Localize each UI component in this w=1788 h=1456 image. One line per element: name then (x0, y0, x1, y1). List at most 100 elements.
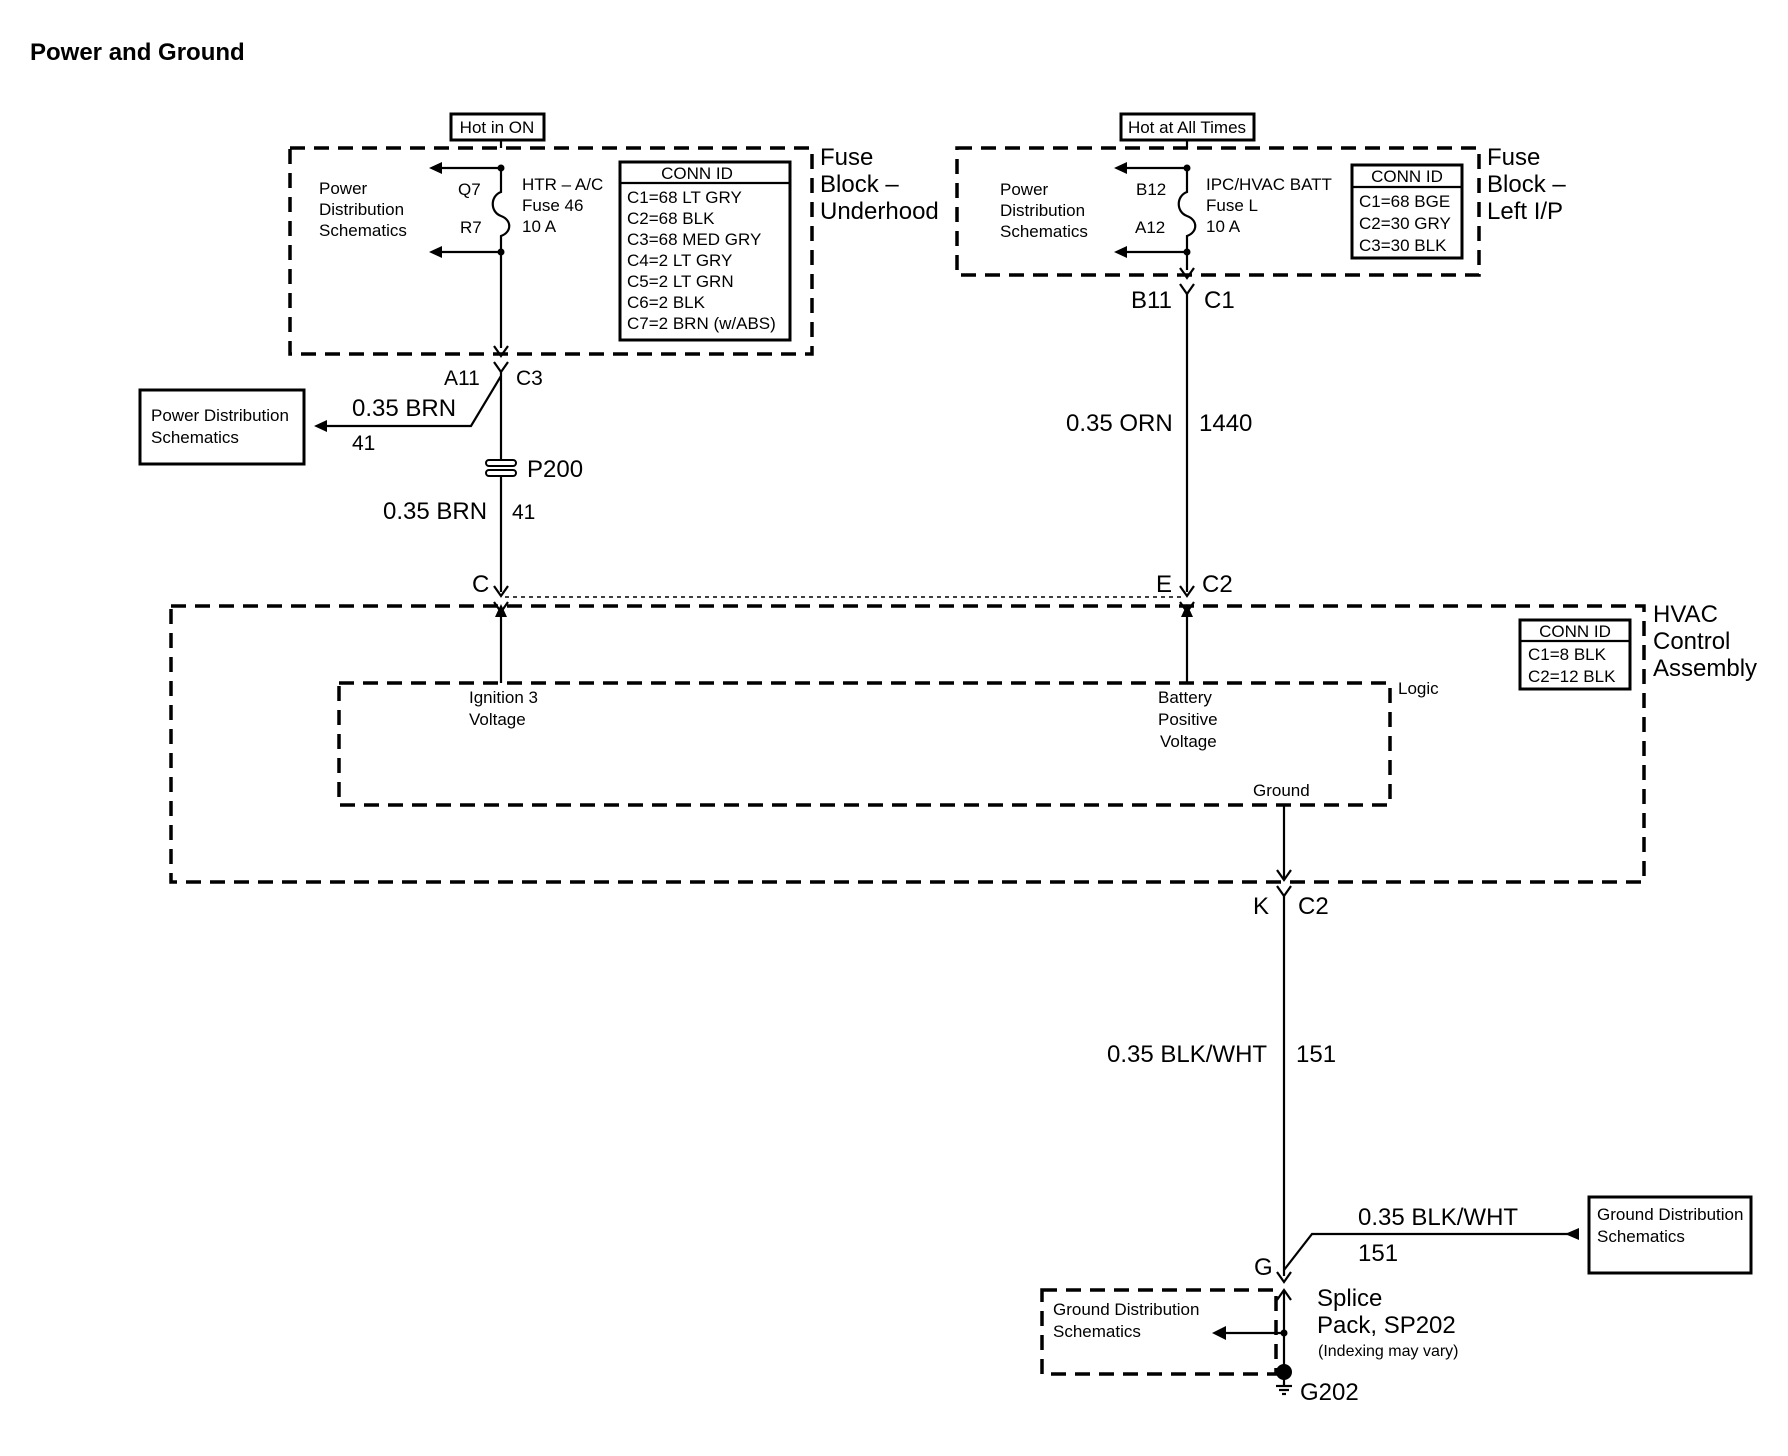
underhood-pds-line-1: Power (319, 179, 368, 198)
hvac-ground-connector-c2: C2 (1298, 893, 1329, 920)
hvac-conn-id-table: CONN ID C1=8 BLK C2=12 BLK (1518, 618, 1632, 691)
underhood-pds-line-2: Distribution (319, 200, 404, 219)
underhood-conn-id-row: C4=2 LT GRY (627, 251, 732, 270)
fuse-block-underhood-outline (288, 146, 814, 356)
hvac-conn-id-title: CONN ID (1539, 622, 1611, 641)
splice-pack-note: (Indexing may vary) (1318, 1343, 1459, 1360)
left-ip-conn-id-table: CONN ID C1=68 BGE C2=30 GRY C3=30 BLK (1350, 163, 1464, 260)
splice-p200-symbol (485, 459, 517, 477)
left-circuit-number: 41 (512, 501, 535, 524)
fuse-block-underhood-name-3: Underhood (820, 198, 939, 225)
ground-branch-circuit: 151 (1358, 1240, 1398, 1267)
hvac-name-1: HVAC (1653, 601, 1718, 628)
hvac-conn-id-row: C2=12 BLK (1528, 667, 1616, 686)
ground-circuit-number: 151 (1296, 1041, 1336, 1068)
logic-label: Logic (1398, 679, 1439, 698)
connector-c1-symbol (1179, 283, 1195, 296)
ignition-voltage-line-2: Voltage (469, 710, 526, 729)
hot-at-all-times-tag: Hot at All Times (1128, 118, 1246, 137)
battery-voltage-line-1: Battery (1158, 688, 1212, 707)
left-ip-pin-a12: A12 (1135, 218, 1165, 237)
left-ip-fuse-symbol (1177, 168, 1197, 270)
fuse-block-left-ip-outline (955, 146, 1481, 277)
fuse-block-left-ip-name-1: Fuse (1487, 144, 1540, 171)
fuse-block-underhood-name-2: Block – (820, 171, 899, 198)
ground-circuit: K C2 0.35 BLK/WHT 151 0.35 BLK/WHT 151 G… (1040, 885, 1753, 1406)
underhood-feed-arrow-bottom (429, 246, 501, 258)
ground-g202-label: G202 (1300, 1379, 1359, 1406)
ground-branch-wire (1283, 1232, 1572, 1271)
left-ip-conn-id-row: C2=30 GRY (1359, 214, 1451, 233)
underhood-conn-id-title: CONN ID (661, 164, 733, 183)
underhood-fuse-line-1: HTR – A/C (522, 175, 603, 194)
ground-distribution-box-line-1: Ground Distribution (1597, 1205, 1743, 1224)
power-distribution-box (138, 388, 306, 466)
hot-in-on-tag: Hot in ON (460, 118, 535, 137)
splice-pack-name-2: Pack, SP202 (1317, 1312, 1456, 1339)
underhood-pin-r7: R7 (460, 218, 482, 237)
left-ip-feed-arrow-bottom (1114, 246, 1187, 258)
left-branch-wire-color: 0.35 BRN (352, 395, 456, 422)
left-ip-pds-line-3: Schematics (1000, 222, 1088, 241)
connector-pin-a11: A11 (444, 367, 480, 390)
hvac-name-2: Control (1653, 628, 1730, 655)
hot-in-on-tag-box (449, 112, 546, 142)
splice-gds-line-1: Ground Distribution (1053, 1300, 1199, 1319)
splice-p200-label: P200 (527, 456, 583, 483)
hvac-pin-c: C (472, 571, 489, 598)
underhood-conn-id-row: C6=2 BLK (627, 293, 706, 312)
left-ip-fuse-line-3: 10 A (1206, 217, 1241, 236)
left-ip-conn-id-row: C3=30 BLK (1359, 236, 1447, 255)
underhood-conn-id-row: C5=2 LT GRN (627, 272, 734, 291)
ground-g202-symbol (1276, 1372, 1292, 1396)
ground-wire-color: 0.35 BLK/WHT (1107, 1041, 1267, 1068)
left-ip-fuse-line-2: Fuse L (1206, 196, 1258, 215)
ignition-input-arrow (495, 604, 507, 617)
splice-pin-g: G (1254, 1254, 1273, 1281)
underhood-fuse-line-3: 10 A (522, 217, 557, 236)
hvac-pin-e: E (1156, 571, 1172, 598)
right-circuit-number: 1440 (1199, 410, 1252, 437)
left-ip-feed-arrow-top (1114, 162, 1187, 174)
underhood-conn-id-row: C1=68 LT GRY (627, 188, 742, 207)
fuse-block-left-ip: Hot at All Times Fuse Block – Left I/P P… (955, 112, 1566, 280)
hvac-connector-c2-label: C2 (1202, 571, 1233, 598)
ground-distribution-box (1587, 1195, 1753, 1275)
hvac-control-assembly-outline (169, 604, 1646, 884)
power-distribution-box-line-2: Schematics (151, 428, 239, 447)
battery-input-arrow (1181, 604, 1193, 617)
underhood-fuse-symbol (491, 168, 511, 348)
left-ip-pds-line-1: Power (1000, 180, 1049, 199)
left-circuit: A11 C3 0.35 BRN 41 Power Distribution Sc… (138, 361, 583, 614)
underhood-pin-q7: Q7 (458, 180, 481, 199)
power-distribution-box-line-1: Power Distribution (151, 406, 289, 425)
battery-voltage-line-3: Voltage (1160, 732, 1217, 751)
right-circuit: B11 C1 0.35 ORN 1440 E C2 (1066, 283, 1252, 614)
battery-voltage-line-2: Positive (1158, 710, 1218, 729)
fuse-block-underhood-name-1: Fuse (820, 144, 873, 171)
underhood-pds-line-3: Schematics (319, 221, 407, 240)
underhood-conn-id-table: CONN ID C1=68 LT GRY C2=68 BLK C3=68 MED… (618, 160, 792, 342)
splice-gds-line-2: Schematics (1053, 1322, 1141, 1341)
fuse-block-left-ip-name-2: Block – (1487, 171, 1566, 198)
splice-gds-arrow (1212, 1326, 1226, 1340)
connector-c1-label: C1 (1204, 287, 1235, 314)
splice-pack-name-1: Splice (1317, 1285, 1382, 1312)
underhood-feed-arrow-top (429, 162, 501, 174)
ground-branch-wire-color: 0.35 BLK/WHT (1358, 1204, 1518, 1231)
connector-c3-label: C3 (516, 367, 543, 390)
hvac-control-assembly: HVAC Control Assembly CONN ID C1=8 BLK C… (169, 601, 1757, 884)
hot-at-all-times-tag-box (1119, 112, 1256, 142)
left-ip-pin-b12: B12 (1136, 180, 1166, 199)
left-wire-color: 0.35 BRN (383, 498, 487, 525)
hvac-pin-k: K (1253, 893, 1269, 920)
hvac-name-3: Assembly (1653, 655, 1757, 682)
left-ip-conn-id-title: CONN ID (1371, 167, 1443, 186)
left-ip-pds-line-2: Distribution (1000, 201, 1085, 220)
hvac-connector-pin-e-symbol (1179, 585, 1195, 598)
ground-label: Ground (1253, 781, 1310, 800)
left-ip-fuse-line-1: IPC/HVAC BATT (1206, 175, 1332, 194)
underhood-conn-id-row: C7=2 BRN (w/ABS) (627, 314, 776, 333)
left-ip-conn-id-row: C1=68 BGE (1359, 192, 1450, 211)
